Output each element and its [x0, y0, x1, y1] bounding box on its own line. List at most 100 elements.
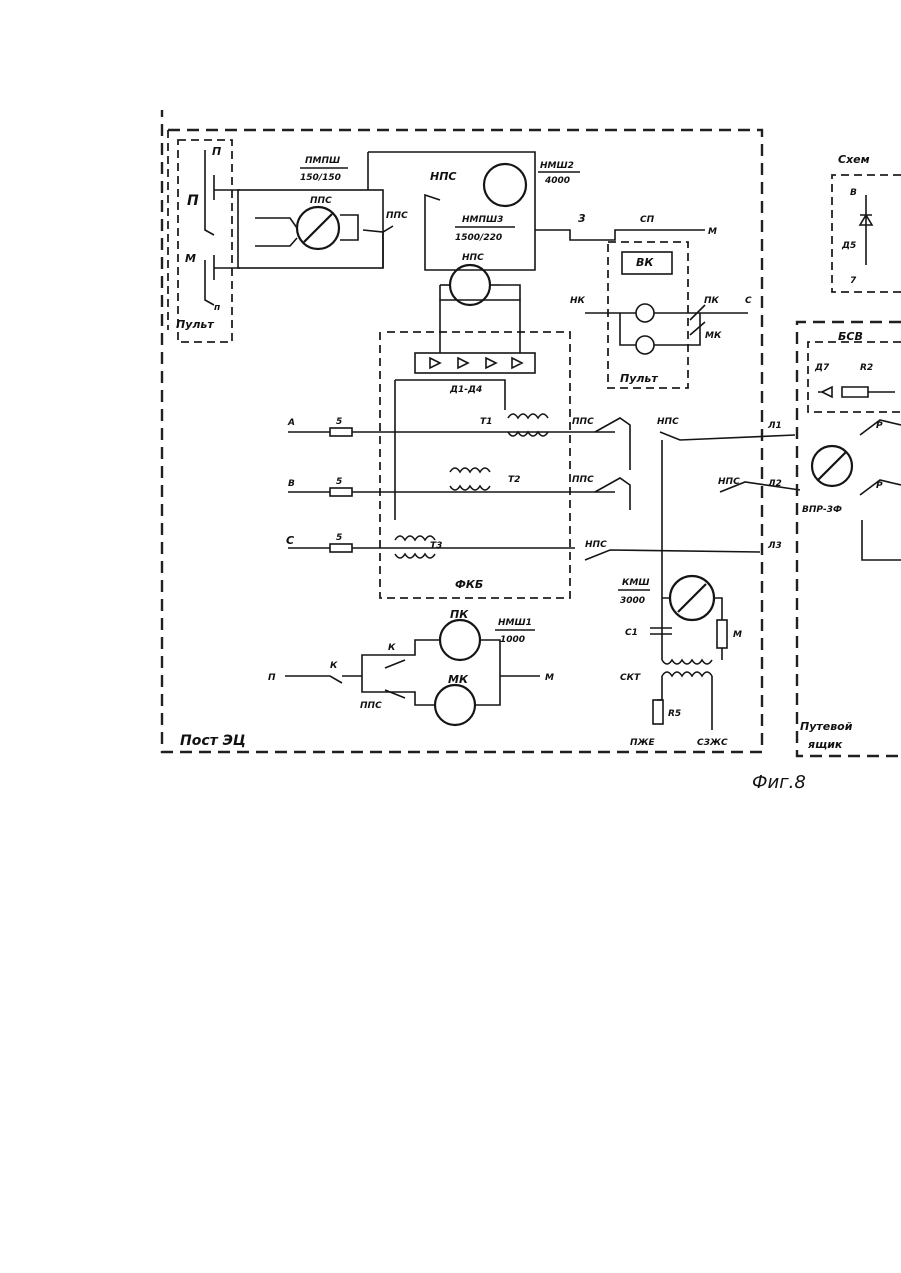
pk-mk-bottom-wires — [285, 640, 540, 705]
label-ph-a: А — [287, 418, 295, 428]
label-pl-n: п — [214, 303, 220, 313]
label-skt: СКТ — [620, 673, 641, 683]
label-d5: Д5 — [841, 241, 856, 251]
label-pps-b: ППС — [572, 475, 594, 485]
label-t1: Т1 — [480, 417, 492, 427]
t2-coils — [450, 468, 490, 490]
mk-bottom-relay — [435, 685, 475, 725]
label-sp: СП — [640, 215, 655, 225]
label-pps-bot: ППС — [360, 701, 382, 711]
label-nps-a: НПС — [657, 417, 679, 427]
label-pps-a: ППС — [572, 417, 594, 427]
t3-coils — [395, 536, 435, 558]
kmsh-relay-polar — [678, 584, 706, 612]
lamp-1 — [636, 304, 654, 322]
label-pult-left: Пульт — [176, 318, 214, 331]
label-t2: Т2 — [508, 475, 520, 485]
label-gnd2: СЗЖС — [697, 738, 728, 748]
label-nmsh2: НМШ2 — [540, 161, 574, 171]
pk-bottom-relay — [440, 620, 480, 660]
label-pmpsh-val: 150/150 — [300, 173, 341, 183]
nmsh2-relay — [484, 164, 526, 206]
label-m-bot: М — [545, 673, 554, 683]
label-mk-bot: МК — [448, 673, 469, 686]
label-fuse-c: 5 — [336, 533, 342, 543]
figure-caption: Фиг.8 — [752, 772, 806, 793]
pps-switch-contact — [363, 226, 393, 268]
vpr-relay-polar — [818, 452, 846, 480]
label-ph-b: В — [288, 479, 295, 489]
label-fkb: ФКБ — [455, 578, 483, 591]
label-bsv: БСВ — [838, 330, 863, 343]
diodes-d1-d4 — [430, 358, 522, 368]
label-nmpsh3: НМПШ3 — [462, 215, 503, 225]
line-3-sp — [535, 230, 705, 240]
label-r2: R2 — [860, 363, 873, 373]
label-nps-b: НПС — [718, 477, 740, 487]
label-vk: ВК — [636, 256, 654, 269]
label-n3: 3 — [578, 212, 586, 225]
pmpsh-contacts — [255, 215, 358, 246]
label-nps-c: НПС — [585, 540, 607, 550]
pk-mk-contacts — [690, 305, 705, 335]
label-track-box-1: Путевой — [800, 720, 853, 733]
label-gnd1: ПЖЕ — [630, 738, 656, 748]
label-nmsh1-val: 1000 — [500, 635, 525, 645]
pult-left-wires — [205, 150, 240, 305]
pps-top-relay-polar — [304, 214, 332, 242]
capacitor-c1 — [650, 628, 672, 634]
scheme-diode-d5 — [860, 195, 872, 265]
nps-mid-relay — [450, 265, 490, 305]
label-ph-c: С — [286, 534, 294, 547]
label-k2: К — [330, 661, 338, 671]
label-track-box-2: ящик — [807, 738, 843, 751]
label-pl-p: П — [187, 193, 199, 209]
label-vpr: ВПР-3Ф — [802, 505, 842, 515]
label-d7: Д7 — [814, 363, 830, 373]
lamp-2 — [636, 336, 654, 354]
label-p-r1: Р — [876, 421, 883, 431]
label-nps-top: НПС — [430, 170, 457, 183]
label-l1: Л1 — [767, 421, 782, 431]
label-scheme: Схем — [838, 153, 870, 166]
label-p-r2: Р — [876, 481, 883, 491]
label-nps-mid: НПС — [462, 253, 484, 263]
label-nmpsh3-val: 1500/220 — [455, 233, 502, 243]
label-pk-bot: ПК — [450, 608, 469, 621]
label-c-mid: С — [745, 296, 752, 306]
post-ec-frame — [162, 110, 762, 752]
label-m-right: М — [708, 227, 717, 237]
label-r5: R5 — [668, 709, 681, 719]
resistor-r5 — [653, 700, 663, 724]
label-post-ec: Пост ЭЦ — [180, 733, 246, 749]
diode-bridge-box — [415, 353, 535, 373]
label-k1: К — [388, 643, 396, 653]
label-pps-top: ППС — [310, 196, 332, 206]
label-p-bot: П — [268, 673, 276, 683]
label-fuse-b: 5 — [336, 477, 342, 487]
label-l3: Л3 — [767, 541, 782, 551]
label-nk: НК — [570, 296, 586, 306]
label-r-m: М — [733, 630, 742, 640]
label-kmsh: КМШ — [622, 578, 649, 588]
label-d1d4: Д1-Д4 — [449, 385, 482, 395]
label-nmsh1: НМШ1 — [498, 618, 532, 628]
label-mk-mid: МК — [705, 331, 722, 341]
label-c1: С1 — [625, 628, 638, 638]
bsv-box — [808, 342, 901, 412]
fuse-b — [330, 488, 352, 496]
label-kmsh-val: 3000 — [620, 596, 645, 606]
label-l2: Л2 — [767, 479, 782, 489]
label-pult-mid: Пульт — [620, 372, 658, 385]
label-pl-m: М — [185, 252, 196, 265]
label-fuse-a: 5 — [336, 417, 342, 427]
pult-mid-wires — [585, 313, 748, 345]
fkb-wires — [395, 300, 520, 520]
label-t3: Т3 — [430, 541, 442, 551]
resistor-m — [717, 620, 727, 648]
label-pl-p-top: П — [212, 145, 221, 158]
bsv-d7-r2 — [818, 387, 895, 397]
kmsh-wires — [662, 440, 722, 660]
skt-coils — [662, 660, 712, 676]
